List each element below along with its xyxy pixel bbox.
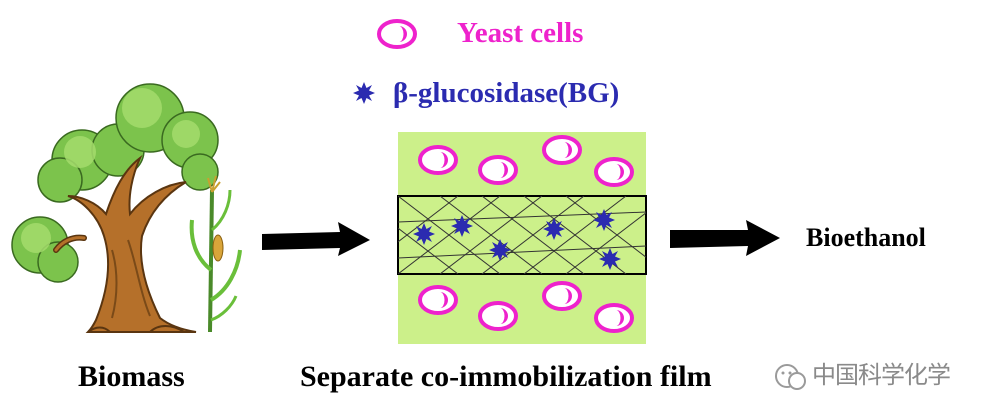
biomass-label: Biomass [78,360,185,393]
arrow-icon [262,222,370,256]
product-label: Bioethanol [806,223,926,252]
film-label: Separate co-immobilization film [300,360,712,393]
arrow-icon [670,220,780,256]
corn-plant-icon [189,175,242,333]
enzyme-mesh-layer [397,195,647,275]
tree-icon [11,83,219,333]
watermark-text: 中国科学化学 [812,361,951,389]
immobilization-film [397,132,647,344]
enzyme-legend-icon [353,82,375,104]
legend-yeast-label: Yeast cells [457,17,584,49]
legend-enzyme-label: β-glucosidase(BG) [393,77,620,109]
wechat-icon [775,364,806,390]
yeast-legend-icon [377,19,417,49]
